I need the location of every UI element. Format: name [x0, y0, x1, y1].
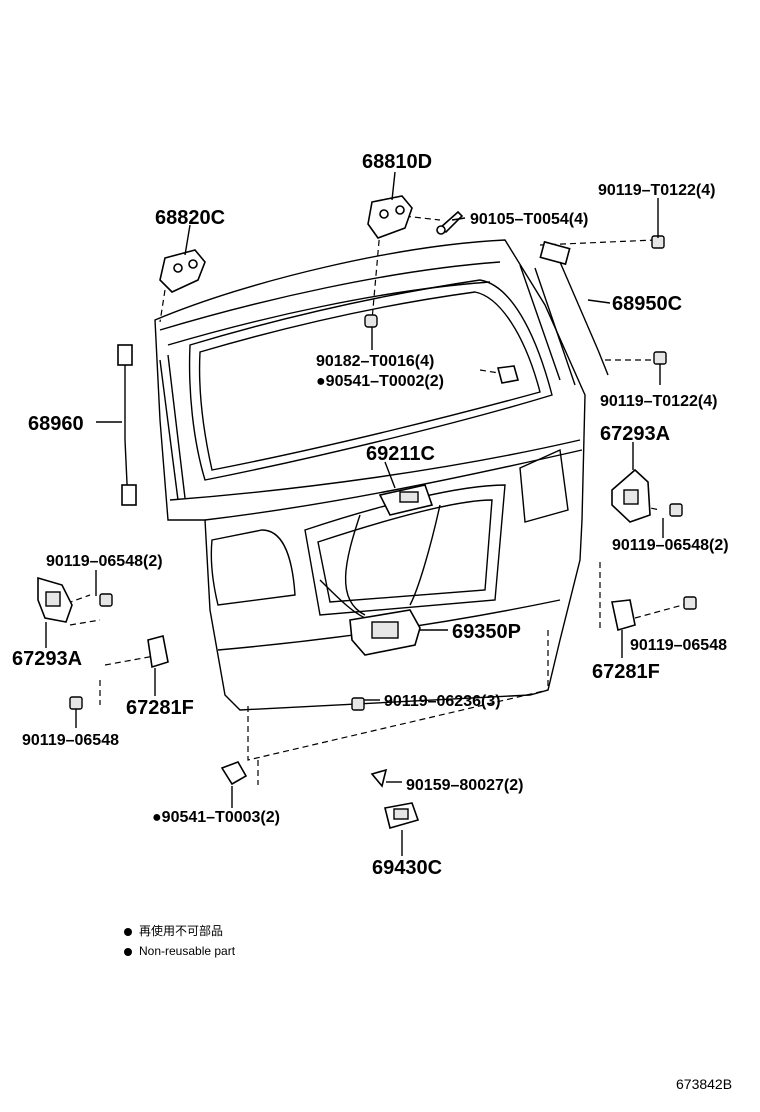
part-labels: 68810D 68820C 90119–T0122(4) 90105–T0054… [12, 151, 729, 879]
label-90119-06548-left: 90119–06548 [22, 732, 119, 749]
label-67281F-right: 67281F [592, 661, 660, 683]
part-bolt-90119-06548-right [669, 503, 683, 517]
legend-text-en: Non-reusable part [139, 944, 236, 958]
label-90119-T0122-top: 90119–T0122(4) [598, 182, 715, 199]
part-bolt-90119-06548-left [99, 593, 113, 607]
part-bumper-67293A-right [611, 468, 651, 523]
label-67293A-right: 67293A [600, 423, 670, 445]
label-90541-T0003: ●90541–T0003(2) [152, 809, 280, 826]
part-handle-69211C [378, 484, 434, 516]
label-67281F-left: 67281F [126, 697, 194, 719]
part-bolt-90119-06548-right-single [683, 596, 697, 610]
label-90119-06548-right: 90119–06548 [630, 637, 727, 654]
label-69350P: 69350P [452, 621, 521, 643]
part-striker-67281F-right [611, 599, 636, 632]
legend-row-jp: 再使用不可部品 [124, 921, 235, 941]
bullet-icon [124, 927, 132, 936]
label-69430C: 69430C [372, 857, 442, 879]
part-cap-90541-T0002 [496, 365, 520, 384]
part-stay-68960 [117, 344, 137, 506]
label-68810D: 68810D [362, 151, 432, 173]
reference-code: 673842B [676, 1076, 733, 1092]
label-68820C: 68820C [155, 207, 225, 229]
bullet-icon [124, 947, 132, 956]
part-stay-68950C [539, 240, 609, 376]
part-bumper-67293A-left [37, 576, 73, 623]
label-90119-06548-2-right: 90119–06548(2) [612, 537, 729, 554]
part-striker-69430C [384, 802, 420, 829]
part-lock-69350P [349, 609, 421, 656]
label-68960: 68960 [28, 413, 84, 435]
part-bolt-90105 [436, 210, 464, 235]
part-hinge-68810D [367, 195, 413, 239]
part-cap-90541-T0003 [220, 761, 248, 786]
part-screw-90159 [370, 768, 388, 788]
legend-row-en: Non-reusable part [124, 941, 235, 961]
label-90182-T0016: 90182–T0016(4) [316, 353, 434, 370]
label-67293A-left: 67293A [12, 648, 82, 670]
part-bolt-90119-06548-left-single [69, 696, 83, 710]
label-90119-T0122-mid: 90119–T0122(4) [600, 393, 717, 410]
label-90541-T0002: ●90541–T0002(2) [316, 373, 444, 390]
legend-text-jp: 再使用不可部品 [139, 924, 224, 938]
part-hinge-68820C [159, 249, 206, 293]
label-leaders [45, 171, 664, 856]
label-68950C: 68950C [612, 293, 682, 315]
label-90119-06236: 90119–06236(3) [384, 693, 501, 710]
part-striker-67281F-left [147, 635, 169, 669]
assembly-guides [47, 214, 691, 785]
label-69211C: 69211C [366, 443, 435, 465]
part-nut-90182 [364, 314, 378, 328]
label-90105-T0054: 90105–T0054(4) [470, 211, 588, 228]
label-90119-06548-2-left: 90119–06548(2) [46, 553, 163, 570]
back-door-panel [154, 239, 586, 711]
part-bolt-90119-06236 [351, 697, 365, 711]
label-90159-80027: 90159–80027(2) [406, 777, 523, 794]
part-bolt-90119-T0122-mid [653, 351, 667, 365]
legend: 再使用不可部品 Non-reusable part [124, 921, 235, 961]
